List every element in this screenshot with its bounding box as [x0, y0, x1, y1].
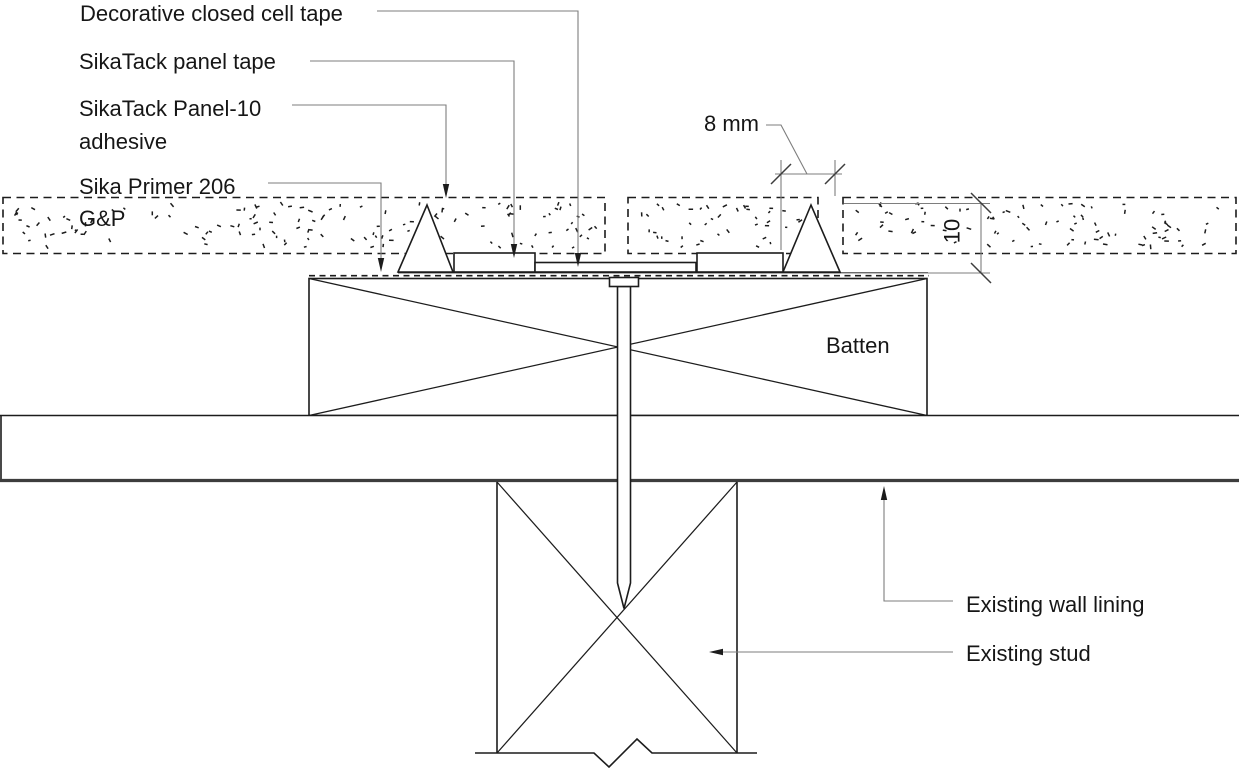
- arrowhead-decorative-tape: [574, 253, 582, 267]
- label-stud: Existing stud: [966, 641, 1091, 666]
- label-dim-8mm: 8 mm: [704, 111, 759, 136]
- leader-wall-lining: [880, 486, 953, 602]
- leader-primer: [268, 182, 385, 272]
- panel-section-left: [2, 196, 606, 255]
- adhesive-bead-left: [396, 202, 455, 273]
- arrowhead-stud: [709, 648, 723, 656]
- panel-tape-left-strip: [453, 252, 536, 273]
- label-adhesive-line2: adhesive: [79, 129, 168, 154]
- leader-panel-tape: [310, 60, 518, 258]
- leader-stud: [709, 648, 953, 656]
- label-wall-lining: Existing wall lining: [966, 592, 1145, 617]
- panel-section-right: [842, 196, 1237, 255]
- screw-head: [608, 276, 640, 288]
- panel-tape-right-strip: [696, 252, 784, 273]
- arrowhead-adhesive: [442, 184, 450, 198]
- arrowhead-panel-tape: [510, 244, 518, 258]
- label-adhesive-line1: SikaTack Panel-10: [79, 96, 262, 121]
- adhesive-bead-right: [781, 202, 842, 273]
- label-primer-line2: G&P: [79, 206, 126, 231]
- label-primer: Sika Primer 206 G&P: [79, 171, 236, 235]
- panel-section-middle: [627, 196, 819, 255]
- panel-stipple-middle: [640, 203, 803, 249]
- decorative-tape-strip: [534, 261, 697, 273]
- leader-decorative-tape: [377, 10, 582, 267]
- dim-10: [841, 192, 992, 284]
- label-panel-tape: SikaTack panel tape: [79, 49, 276, 74]
- dim-8mm: [766, 124, 846, 250]
- panel-stipple-right: [854, 202, 1220, 250]
- label-batten: Batten: [826, 333, 890, 358]
- panel-stipple-left: [13, 201, 598, 250]
- label-primer-line1: Sika Primer 206: [79, 174, 236, 199]
- screw-shank: [616, 285, 632, 609]
- label-dim-10: 10: [939, 218, 965, 244]
- label-decorative-tape: Decorative closed cell tape: [80, 1, 343, 26]
- label-adhesive: SikaTack Panel-10 adhesive: [79, 92, 261, 158]
- arrowhead-primer: [377, 258, 385, 272]
- stud-shape: [475, 481, 757, 768]
- arrowhead-wall-lining: [880, 486, 888, 500]
- screw: [608, 276, 640, 609]
- leader-adhesive: [292, 104, 450, 198]
